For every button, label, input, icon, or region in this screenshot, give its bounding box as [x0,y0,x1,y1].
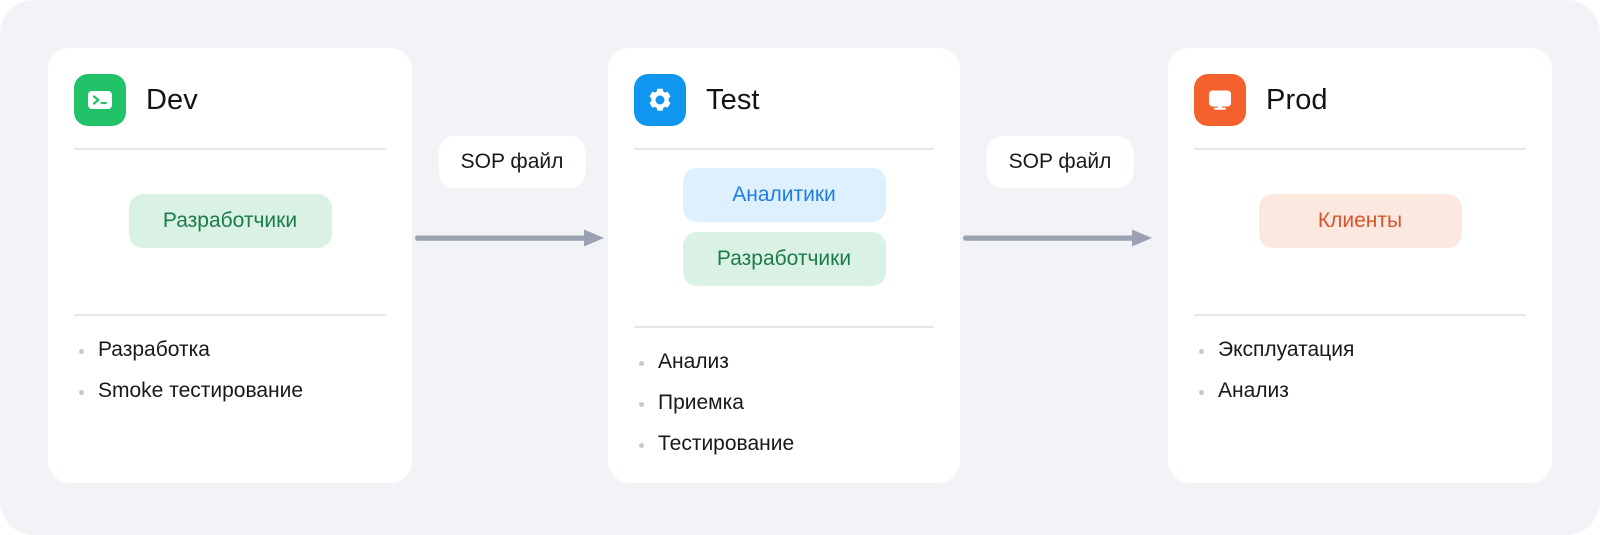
monitor-icon [1194,74,1246,126]
task-list-test: Анализ Приемка Тестирование [634,350,934,456]
stage-title-dev: Dev [146,83,198,116]
stage-card-test: Test Аналитики Разработчики Анализ Прием… [608,48,960,483]
role-pill: Разработчики [128,194,332,248]
stage-title-test: Test [706,83,760,116]
card-divider-top-dev [74,148,386,150]
arrow-right-icon [415,229,604,247]
task-list-item: Smoke тестирование [74,379,386,403]
role-pill-group-prod: Клиенты [1194,150,1526,294]
connector-test-to-prod: SOP файл [960,130,1160,270]
task-list-item: Приемка [634,391,934,415]
task-list-dev: Разработка Smoke тестирование [74,338,386,403]
stage-header-prod: Prod [1194,72,1526,128]
stage-header-test: Test [634,72,934,128]
arrow-right-icon [963,229,1152,247]
task-list-item: Анализ [634,350,934,374]
stage-header-dev: Dev [74,72,386,128]
role-pill-group-test: Аналитики Разработчики [634,150,934,306]
terminal-icon [74,74,126,126]
stage-card-prod: Prod Клиенты Эксплуатация Анализ [1168,48,1552,483]
card-divider-bottom-test [634,326,934,328]
card-divider-bottom-prod [1194,314,1526,316]
card-divider-top-test [634,148,934,150]
role-pill: Аналитики [682,168,886,222]
task-list-item: Разработка [74,338,386,362]
stage-card-dev: Dev Разработчики Разработка Smoke тестир… [48,48,412,483]
connector-dev-to-test: SOP файл [412,130,612,270]
card-divider-bottom-dev [74,314,386,316]
role-pill: Разработчики [682,232,886,286]
role-pill: Клиенты [1258,194,1462,248]
task-list-item: Эксплуатация [1194,338,1526,362]
task-list-item: Анализ [1194,379,1526,403]
card-divider-top-prod [1194,148,1526,150]
task-list-prod: Эксплуатация Анализ [1194,338,1526,403]
connector-label: SOP файл [438,136,586,188]
gear-icon [634,74,686,126]
connector-label: SOP файл [986,136,1134,188]
task-list-item: Тестирование [634,432,934,456]
stage-title-prod: Prod [1266,83,1328,116]
role-pill-group-dev: Разработчики [74,150,386,294]
